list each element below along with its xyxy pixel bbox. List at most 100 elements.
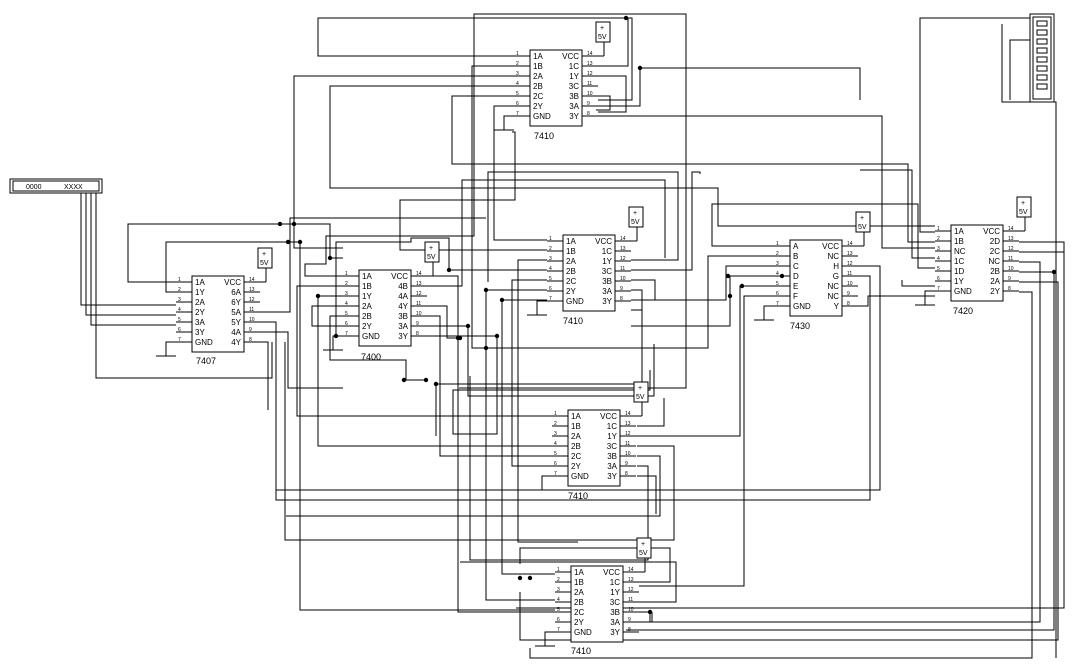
wire-trace xyxy=(639,295,774,587)
pin-number: 3 xyxy=(776,261,779,267)
wire-trace xyxy=(1001,24,1057,658)
pin-number: 6 xyxy=(937,276,940,282)
wire-trace xyxy=(631,275,774,327)
chip-body xyxy=(358,269,412,347)
wire-trace xyxy=(493,105,547,241)
vcc-voltage-label: 5V xyxy=(260,260,269,267)
pin-number: 14 xyxy=(625,411,631,417)
pin-name: 3C xyxy=(602,267,612,276)
pin-name: 2B xyxy=(533,82,543,91)
pin-number: 14 xyxy=(249,277,255,283)
pin-name: 2A xyxy=(533,72,543,81)
pin-name: H xyxy=(833,262,839,271)
pin-number: 2 xyxy=(776,251,779,257)
pin-name: 2A xyxy=(195,298,205,307)
pin-number: 5 xyxy=(937,266,940,272)
chip-part-label: 7407 xyxy=(196,356,216,366)
wire-trace xyxy=(335,237,547,337)
pin-name: 1A xyxy=(571,412,581,421)
pin-number: 14 xyxy=(628,567,634,573)
pin-number: 11 xyxy=(628,597,633,603)
wire-junction xyxy=(446,267,452,273)
pin-name: 2Y xyxy=(195,308,205,317)
pin-name: 1B xyxy=(533,62,543,71)
wire-trace xyxy=(519,547,671,583)
vcc-sign: + xyxy=(600,25,604,32)
input-switch-bank[interactable]: 0000 XXXX xyxy=(9,178,103,194)
pin-number: 8 xyxy=(620,296,623,302)
pin-name: 1A xyxy=(533,52,543,61)
ground-symbol xyxy=(323,335,343,351)
pin-number: 2 xyxy=(937,236,940,242)
output-display xyxy=(1029,13,1055,103)
pin-number: 7 xyxy=(557,627,560,633)
pin-number: 7 xyxy=(937,286,940,292)
pin-number: 12 xyxy=(628,587,634,593)
pin-name: VCC xyxy=(822,242,839,251)
chip-part-label: 7410 xyxy=(534,131,554,141)
wire-junction xyxy=(517,575,523,581)
pin-name: 3Y xyxy=(195,328,205,337)
pin-name: VCC xyxy=(600,412,617,421)
pin-name: 2Y xyxy=(533,102,543,111)
pin-number: 7 xyxy=(554,471,557,477)
pin-number: 5 xyxy=(345,311,348,317)
vcc-supply-symbol: +5V xyxy=(595,21,611,57)
pin-name: 1C xyxy=(607,422,617,431)
chip-body xyxy=(562,234,616,312)
pin-name: 1Y xyxy=(569,72,579,81)
pin-name: GND xyxy=(574,628,592,637)
pin-name: 1Y xyxy=(607,432,617,441)
pin-number: 9 xyxy=(416,321,419,327)
pin-name: 1D xyxy=(954,267,964,276)
wire-junction xyxy=(327,255,333,261)
pin-number: 10 xyxy=(620,276,626,282)
pin-name: 3A xyxy=(610,618,620,627)
pin-number: 11 xyxy=(625,441,630,447)
pin-number: 7 xyxy=(516,111,519,117)
wire-trace xyxy=(317,295,553,447)
pin-name: 2Y xyxy=(574,618,584,627)
pin-number: 1 xyxy=(554,411,557,417)
pin-number: 6 xyxy=(345,321,348,327)
pin-number: 1 xyxy=(937,226,940,232)
wire-trace xyxy=(919,17,1030,233)
wire-trace xyxy=(860,169,935,259)
pin-name: VCC xyxy=(562,52,579,61)
pin-name: 2A xyxy=(574,588,584,597)
pin-name: 3Y xyxy=(610,628,620,637)
vcc-supply-symbol: +5V xyxy=(257,247,273,283)
pin-name: GND xyxy=(793,302,811,311)
pin-name: 2B xyxy=(566,267,576,276)
pin-number: 13 xyxy=(416,281,422,287)
wire-trace xyxy=(501,299,555,575)
ground-symbol xyxy=(535,631,555,647)
pin-number: 1 xyxy=(557,567,560,573)
wire-junction xyxy=(423,377,429,383)
pin-number: 8 xyxy=(628,627,631,633)
pin-name: 3C xyxy=(607,442,617,451)
wire-trace xyxy=(286,455,661,517)
pin-number: 13 xyxy=(1008,236,1014,242)
pin-number: 14 xyxy=(416,271,422,277)
vcc-sign: + xyxy=(641,541,645,548)
pin-number: 8 xyxy=(416,331,419,337)
wire-trace xyxy=(80,193,176,306)
wire-trace xyxy=(427,179,666,287)
wire-junction xyxy=(637,65,643,71)
vcc-sign: + xyxy=(262,251,266,258)
pin-name: 2B xyxy=(990,267,1000,276)
pin-name: 2A xyxy=(990,277,1000,286)
display-segment xyxy=(1036,47,1048,54)
wire-trace xyxy=(296,285,553,417)
pin-name: 1A xyxy=(566,237,576,246)
pin-name: GND xyxy=(533,112,551,121)
